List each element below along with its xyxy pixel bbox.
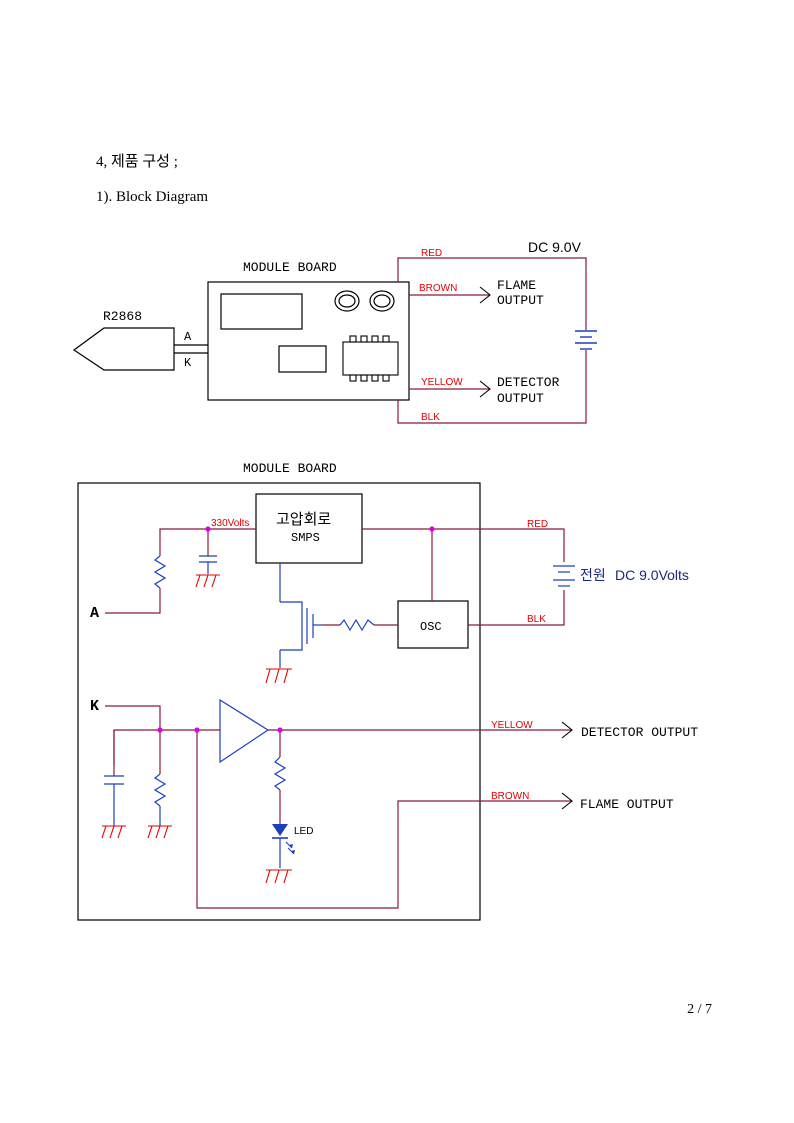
flame-output-label: FLAME OUTPUT (580, 797, 674, 812)
flame-arrow-icon (479, 286, 491, 304)
detector-output-label: DETECTOR OUTPUT (581, 725, 698, 740)
schematic-wiring (105, 528, 572, 909)
resistor-icon (153, 773, 167, 807)
supply-voltage-label: DC 9.0V (528, 239, 582, 255)
wire-yellow-label: YELLOW (491, 720, 533, 731)
smps-label: SMPS (291, 531, 320, 545)
battery-icon (575, 330, 597, 350)
wire-blk-label: BLK (527, 614, 546, 625)
ground-icon (265, 869, 292, 884)
pin-a-label: A (184, 330, 192, 344)
potentiometer-icon (334, 290, 360, 312)
resistor-icon (153, 555, 167, 589)
wire-brown-label: BROWN (491, 791, 529, 802)
pin-a-label: A (90, 605, 99, 622)
wire-red-label: RED (527, 519, 548, 530)
wire-brown-label: BROWN (419, 283, 457, 294)
schematic-components (104, 555, 575, 868)
junction-dots (157, 526, 435, 733)
pin-k-label: K (184, 356, 192, 370)
ground-icon (101, 825, 126, 839)
detector-arrow-icon (561, 721, 573, 739)
hv-circuit-label: 고압회로 (276, 511, 331, 528)
ic-chip-icon (342, 335, 399, 382)
block-diagram: MODULE BOARD R2868 (72, 239, 597, 424)
power-label-kr: 전원 (580, 567, 606, 583)
module-board-box (207, 281, 410, 401)
flame-output-label: FLAME (497, 278, 536, 293)
detector-arrow-icon (479, 380, 491, 398)
pin-k-label: K (90, 698, 99, 715)
display-window (220, 293, 303, 330)
smps-block (255, 493, 363, 564)
flame-arrow-icon (561, 792, 573, 810)
block-wiring (397, 257, 587, 424)
potentiometer-icon (369, 290, 395, 312)
voltage-label: 330Volts (211, 518, 249, 529)
subsection-heading: 1). Block Diagram (96, 189, 209, 205)
module-board-label: MODULE BOARD (243, 461, 337, 476)
page-number: 2 / 7 (687, 1002, 712, 1017)
resistor-icon (339, 618, 375, 632)
sensor-label: R2868 (103, 309, 142, 324)
wire-yellow-label: YELLOW (421, 377, 463, 388)
module-board-label: MODULE BOARD (243, 260, 337, 275)
schematic: MODULE BOARD 고압회로 SMPS OSC (77, 461, 698, 921)
ground-icon (265, 668, 292, 684)
sensor-probe-icon (72, 327, 175, 371)
wire-blk-label: BLK (421, 412, 440, 423)
ground-icon (195, 574, 220, 588)
flame-output-label: OUTPUT (497, 293, 544, 308)
detector-output-label: DETECTOR (497, 375, 560, 390)
board-component (278, 345, 327, 373)
osc-label: OSC (420, 620, 442, 634)
led-label: LED (294, 826, 313, 837)
resistor-icon (273, 756, 287, 791)
module-board-frame (77, 482, 481, 921)
wire-red-label: RED (421, 248, 442, 259)
power-label: DC 9.0Volts (615, 567, 689, 583)
ground-icon (147, 825, 172, 839)
comparator-icon (219, 698, 270, 764)
led-icon (272, 824, 295, 855)
detector-output-label: OUTPUT (497, 391, 544, 406)
section-heading: 4, 제품 구성 ; (96, 154, 178, 170)
